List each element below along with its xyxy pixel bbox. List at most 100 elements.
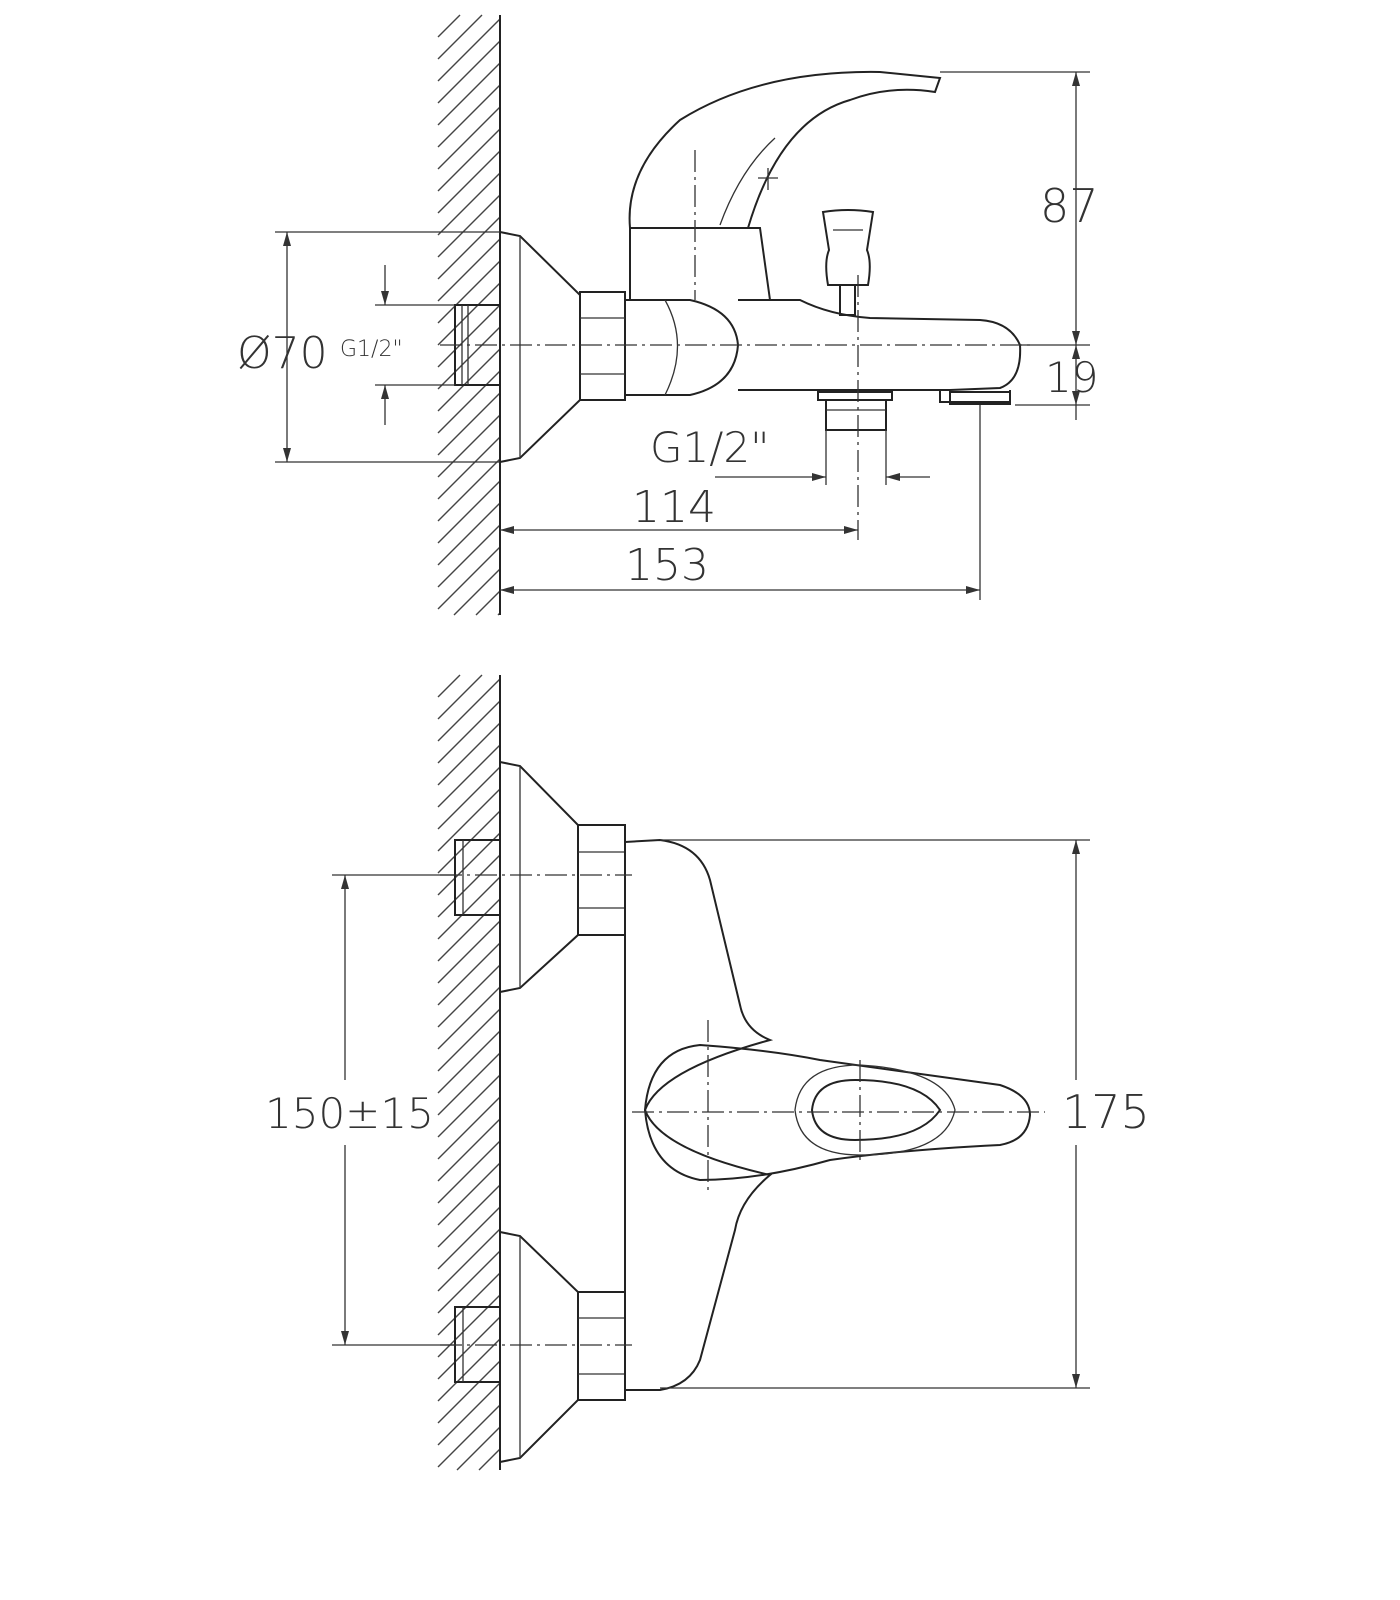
hatch-line — [437, 1162, 501, 1226]
hatch-line — [437, 436, 501, 500]
hatch-line — [437, 986, 501, 1050]
hatch-line — [437, 700, 501, 764]
hatch-line — [437, 1360, 501, 1424]
hatch-line — [437, 1118, 501, 1182]
dim-175-label: 175 — [1062, 1085, 1150, 1139]
hatch-line — [437, 546, 501, 610]
front-view-faucet — [440, 760, 1045, 1464]
hatch-line — [437, 1140, 501, 1204]
hatch-line — [437, 1096, 501, 1160]
wall-hatch-bottom — [437, 674, 501, 1471]
hatch-line — [437, 14, 483, 60]
dimension-arrow — [966, 586, 980, 594]
dim-114-label: 114 — [632, 482, 716, 533]
hatch-line — [437, 876, 501, 940]
hatch-line — [437, 854, 501, 918]
wall-hatch-top — [437, 14, 501, 616]
hatch-line — [437, 920, 501, 984]
hatch-line — [437, 1008, 501, 1072]
hatch-line — [437, 392, 501, 456]
dim-150-label: 150±15 — [265, 1089, 434, 1138]
hatch-line — [437, 942, 501, 1006]
hatch-line — [456, 1426, 501, 1471]
hatch-line — [437, 172, 501, 236]
hatch-line — [437, 1206, 501, 1270]
hatch-line — [437, 40, 501, 104]
hatch-line — [437, 964, 501, 1028]
hatch-line — [437, 1294, 501, 1358]
hatch-line — [437, 674, 461, 698]
hatch-line — [437, 1338, 501, 1402]
hatch-line — [437, 1228, 501, 1292]
hatch-line — [437, 370, 501, 434]
dimension-arrow — [500, 526, 514, 534]
hatch-line — [437, 1272, 501, 1336]
dim-87-label: 87 — [1040, 179, 1099, 233]
hatch-line — [437, 348, 501, 412]
dimension-arrow — [381, 385, 389, 399]
hatch-line — [437, 766, 501, 830]
hatch-line — [437, 106, 501, 170]
dimension-arrow — [341, 875, 349, 889]
hatch-line — [437, 14, 461, 38]
hatch-line — [437, 194, 501, 258]
side-view-dimensions: 87 19 Ø70 G1/2" G1/2" 114 153 — [237, 71, 1099, 600]
hatch-line — [437, 238, 501, 302]
hatch-line — [437, 678, 501, 742]
hatch-line — [437, 524, 501, 588]
dimension-arrow — [341, 1331, 349, 1345]
hatch-line — [437, 128, 501, 192]
dimension-arrow — [886, 473, 900, 481]
hatch-line — [437, 722, 501, 786]
hatch-line — [437, 260, 501, 324]
hatch-line — [437, 744, 501, 808]
hatch-line — [437, 810, 501, 874]
dimension-arrow — [283, 232, 291, 246]
dim-19-label: 19 — [1045, 353, 1098, 402]
hatch-line — [437, 84, 501, 148]
hatch-line — [453, 568, 501, 616]
dim-153-label: 153 — [625, 540, 709, 591]
dimension-arrow — [1072, 840, 1080, 854]
hatch-line — [437, 1052, 501, 1116]
hatch-line — [437, 150, 501, 214]
side-view-faucet — [440, 70, 1035, 540]
dim-diameter-70-label: Ø70 — [237, 328, 328, 379]
front-view-dimensions: 150±15 175 — [265, 839, 1150, 1389]
hatch-line — [437, 480, 501, 544]
dimension-arrow — [1072, 345, 1080, 359]
dimension-arrow — [500, 586, 514, 594]
dimension-arrows — [283, 72, 1080, 1388]
hatch-line — [437, 1074, 501, 1138]
hatch-line — [437, 788, 501, 852]
dimension-arrow — [812, 473, 826, 481]
hatch-line — [475, 590, 501, 616]
hatch-line — [437, 216, 501, 280]
hatch-line — [437, 62, 501, 126]
hatch-line — [437, 502, 501, 566]
hatch-line — [478, 1448, 501, 1471]
hatch-line — [437, 1316, 501, 1380]
hatch-line — [437, 832, 501, 896]
hatch-line — [437, 326, 501, 390]
dim-inlet-thread-label: G1/2" — [340, 337, 403, 362]
hatch-line — [437, 898, 501, 962]
hatch-line — [437, 458, 501, 522]
dim-outlet-thread-label: G1/2" — [650, 423, 769, 472]
hatch-line — [437, 674, 483, 720]
hatch-line — [437, 1250, 501, 1314]
dimension-arrow — [1072, 391, 1080, 405]
hatch-line — [437, 1382, 501, 1446]
hatch-line — [437, 414, 501, 478]
dimension-arrow — [844, 526, 858, 534]
hatch-line — [437, 282, 501, 346]
dimension-arrow — [1072, 1374, 1080, 1388]
hatch-line — [437, 304, 501, 368]
dimension-arrow — [1072, 72, 1080, 86]
hatch-line — [437, 1030, 501, 1094]
dimension-arrow — [1072, 331, 1080, 345]
hatch-line — [437, 1404, 501, 1468]
dimension-arrow — [381, 291, 389, 305]
hatch-line — [437, 18, 501, 82]
